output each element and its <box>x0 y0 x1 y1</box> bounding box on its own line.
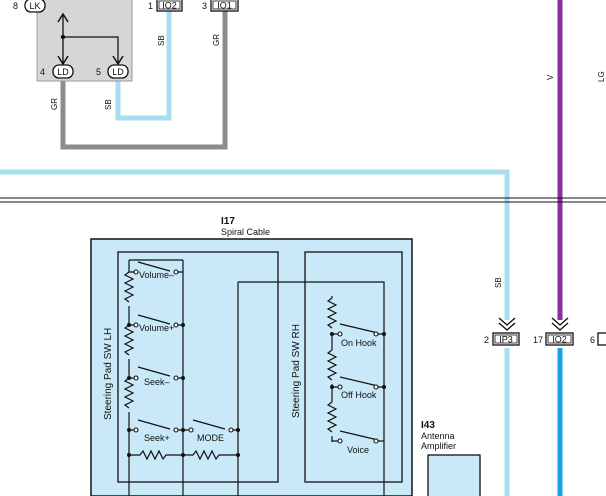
switch-label-seek-minus: Seek– <box>144 377 170 387</box>
terminal-label-ip3: IP3 <box>499 335 513 345</box>
pin-num-ld-4: 4 <box>40 67 45 77</box>
terminal-num-6: 6 <box>590 335 595 345</box>
lh-pad-contacts <box>133 269 234 433</box>
rh-pad-junctions <box>330 332 386 389</box>
switch-label-voice: Voice <box>347 445 369 455</box>
rh-pad-box <box>304 251 403 483</box>
terminal-box-io1-top <box>210 0 239 12</box>
switch-label-off-hook: Off Hook <box>341 390 377 400</box>
pin-num-ld-5: 5 <box>96 67 101 77</box>
pin-label-ld-5: LD <box>112 67 124 77</box>
amplifier-box <box>427 454 481 496</box>
switch-label-volume-plus: Volume+ <box>139 323 174 333</box>
terminal-box-6 <box>597 332 606 346</box>
terminal-box-ip3 <box>492 332 520 346</box>
terminal-num-io2-bottom: 17 <box>533 335 543 345</box>
switch-label-mode: MODE <box>197 433 224 443</box>
spiral-cable-code: I17 <box>221 216 235 227</box>
terminal-box-io2-bottom <box>545 332 574 346</box>
terminal-label-io1-top: IO1 <box>217 1 232 11</box>
terminal-inner-io2-bottom <box>547 334 572 344</box>
switch-label-seek-plus: Seek+ <box>144 433 170 443</box>
wire-gr-top <box>60 8 228 150</box>
pin-label-lk: LK <box>29 1 40 11</box>
wire-label-left-sb: SB <box>104 99 113 110</box>
rh-pad-title: Steering Pad SW RH <box>291 324 302 418</box>
junction-dot <box>60 34 66 40</box>
terminal-label-io2-top: IO2 <box>162 1 177 11</box>
spiral-cable-name: Spiral Cable <box>221 227 270 237</box>
wire-label-left-gr: GR <box>50 98 59 110</box>
chevron-ip3 <box>498 317 516 331</box>
lh-pad-title: Steering Pad SW LH <box>103 328 114 420</box>
wire-label-mid-sb: SB <box>494 277 503 288</box>
pin-num-lk: 8 <box>13 1 18 11</box>
terminal-num-io2-top: 1 <box>148 1 153 11</box>
terminal-num-io1-top: 3 <box>202 1 207 11</box>
wire-label-right-lg: LG <box>597 71 606 82</box>
switch-label-volume-minus: Volume– <box>139 270 174 280</box>
pin-pill-lk <box>24 0 46 13</box>
amplifier-name-line1: Antenna <box>421 431 455 441</box>
terminal-num-ip3: 2 <box>484 335 489 345</box>
rh-pad-contacts <box>337 331 379 444</box>
wire-sb-top <box>115 8 172 121</box>
pin-pill-ld-5 <box>107 64 129 79</box>
wire-sb-horizontal <box>0 169 510 320</box>
arrow-lk <box>57 12 69 23</box>
lh-pad-box <box>117 251 279 483</box>
wire-label-right-v: V <box>546 74 555 80</box>
terminal-box-io2-top <box>156 0 183 12</box>
terminal-inner-ip3 <box>494 334 518 344</box>
terminal-label-io2-bottom: IO2 <box>552 335 567 345</box>
arrow-ld-5 <box>112 55 124 66</box>
lh-pad-junctions <box>127 323 240 457</box>
pin-label-ld-4: LD <box>57 67 69 77</box>
wire-label-top-sb: SB <box>157 35 166 46</box>
wire-label-top-gr: GR <box>212 34 221 46</box>
pin-pill-ld-4 <box>52 64 74 79</box>
arrow-ld-4 <box>57 55 69 66</box>
terminal-inner-io2-top <box>158 0 181 10</box>
switch-label-on-hook: On Hook <box>341 338 377 348</box>
amplifier-name-line2: Amplifier <box>421 441 456 451</box>
amplifier-code: I43 <box>421 420 435 431</box>
chevron-io2 <box>551 317 569 331</box>
terminal-inner-io1-top <box>212 0 237 10</box>
